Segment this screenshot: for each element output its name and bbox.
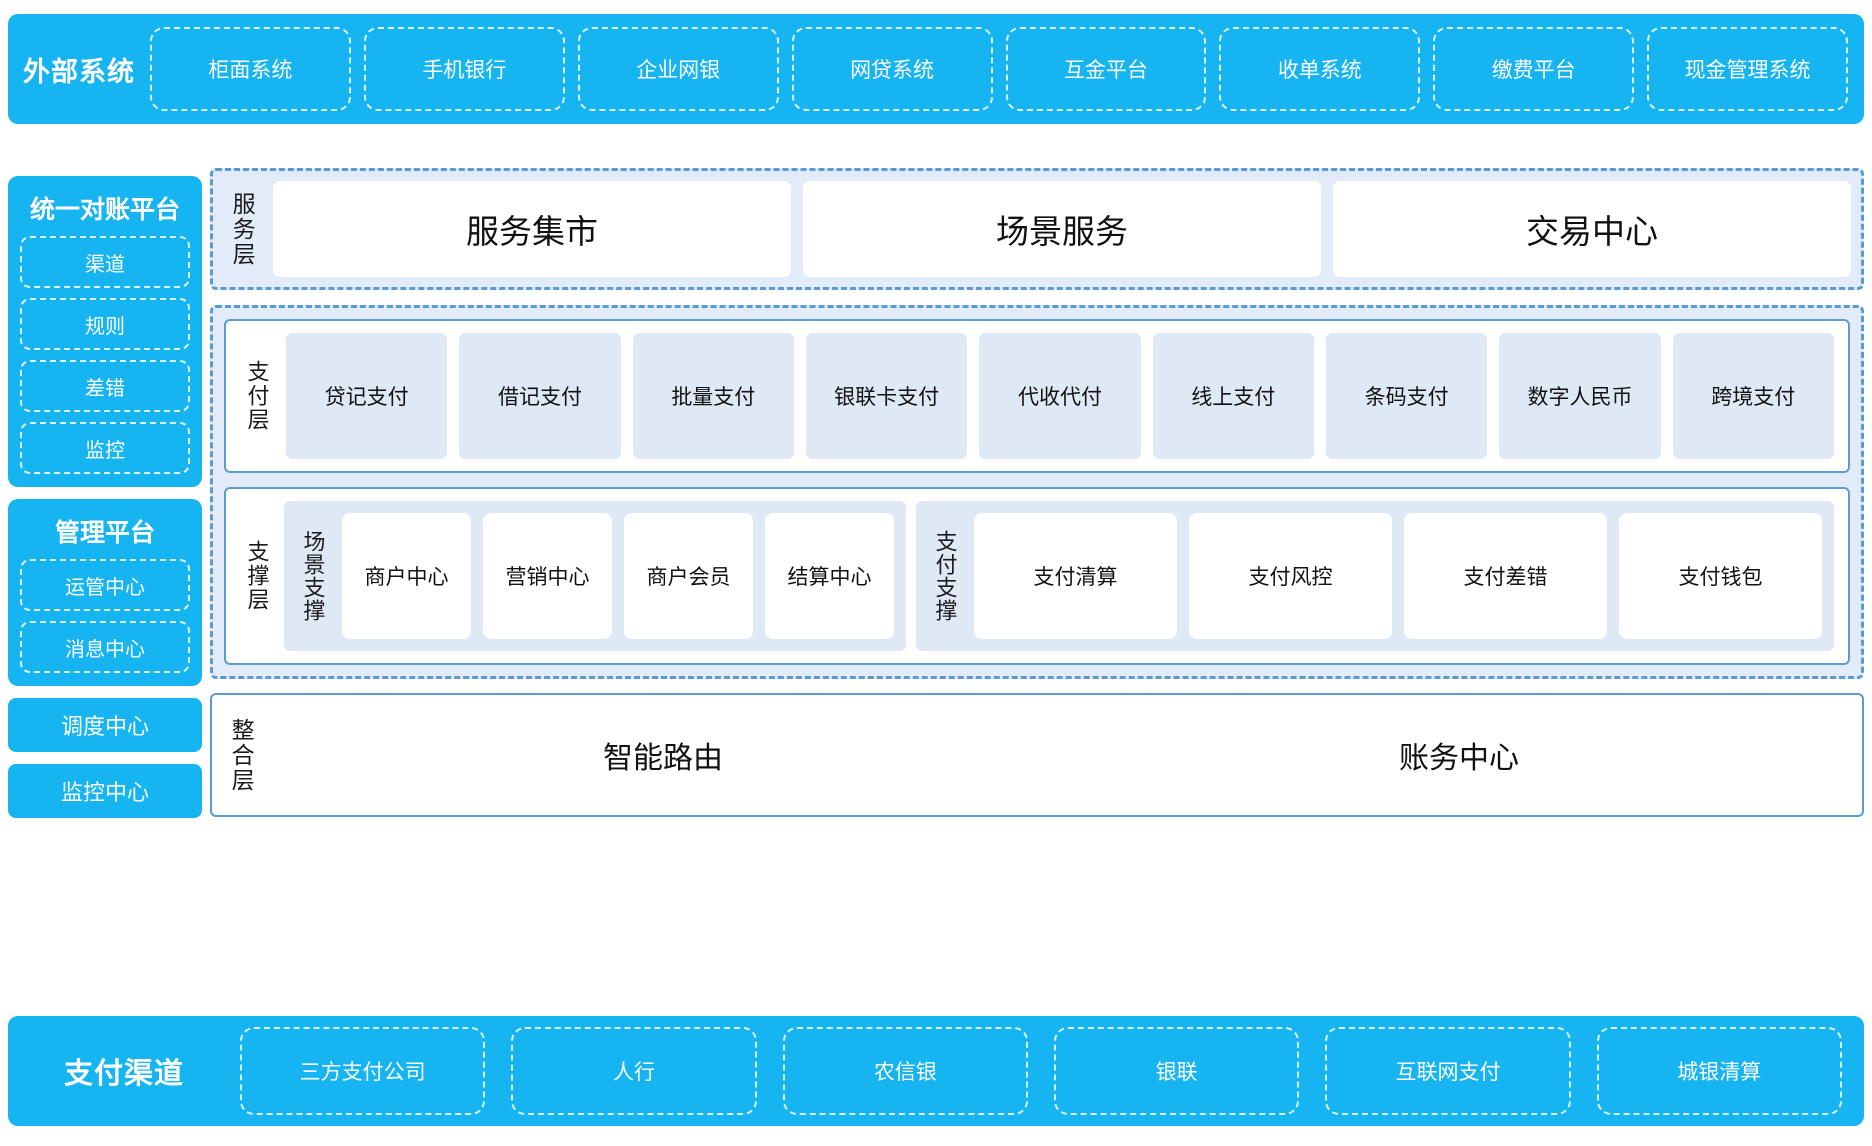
pay-support-item-error[interactable]: 支付差错	[1404, 513, 1607, 639]
management-platform-title: 管理平台	[54, 519, 155, 547]
payment-item-barcode[interactable]: 条码支付	[1325, 333, 1488, 459]
external-systems-band: 外部系统 柜面系统 手机银行 企业网银 网贷系统 互金平台 收单系统 缴费平台 …	[8, 14, 1864, 124]
integration-item-accounting-center[interactable]: 账务中心	[1068, 705, 1850, 805]
payment-channel-item[interactable]: 人行	[511, 1027, 757, 1115]
external-system-item[interactable]: 柜面系统	[150, 27, 351, 111]
payment-item-online[interactable]: 线上支付	[1152, 333, 1314, 459]
scene-item-marketing-center[interactable]: 营销中心	[483, 513, 612, 639]
payment-and-support-group: 支付层 贷记支付 借记支付 批量支付 银联卡支付 代收代付 线上支付 条码支付 …	[210, 305, 1864, 679]
pay-support-item-clearing[interactable]: 支付清算	[974, 513, 1177, 639]
payment-channels-title: 支付渠道	[63, 1058, 184, 1090]
support-layer-row: 支撑层 场景支撑 商户中心 营销中心 商户会员 结算中心 支付支撑 支付清算 支…	[240, 501, 1834, 651]
payment-channel-item[interactable]: 城银清算	[1596, 1027, 1842, 1115]
service-item-market[interactable]: 服务集市	[273, 181, 791, 277]
external-system-item[interactable]: 网贷系统	[791, 27, 993, 111]
payment-channels-list: 三方支付公司 人行 农信银 银联 互联网支付 城银清算	[240, 1027, 1842, 1115]
reconciliation-platform-panel: 统一对账平台 渠道 规则 差错 监控	[8, 176, 202, 487]
integration-layer-label: 整合层	[228, 717, 255, 793]
left-sidebar: 统一对账平台 渠道 规则 差错 监控 管理平台 运管中心 消息中心 调度中心 监…	[8, 176, 202, 830]
external-systems-list: 柜面系统 手机银行 企业网银 网贷系统 互金平台 收单系统 缴费平台 现金管理系…	[150, 27, 1848, 111]
reconciliation-item-rule[interactable]: 规则	[20, 298, 190, 350]
payment-channel-item[interactable]: 银联	[1053, 1027, 1300, 1115]
pay-support-label: 支付支撑	[932, 530, 958, 622]
pay-support-item-risk-control[interactable]: 支付风控	[1189, 513, 1392, 639]
service-layer-label: 服务层	[229, 191, 256, 267]
service-layer-row: 服务层 服务集市 场景服务 交易中心	[223, 181, 1851, 277]
scene-support-group: 场景支撑 商户中心 营销中心 商户会员 结算中心	[284, 501, 906, 651]
support-layer-box: 支撑层 场景支撑 商户中心 营销中心 商户会员 结算中心 支付支撑 支付清算 支…	[224, 487, 1850, 665]
external-system-item[interactable]: 缴费平台	[1433, 27, 1635, 111]
payment-layer-row: 支付层 贷记支付 借记支付 批量支付 银联卡支付 代收代付 线上支付 条码支付 …	[240, 333, 1834, 459]
payment-channels-band: 支付渠道 三方支付公司 人行 农信银 银联 互联网支付 城银清算	[8, 1016, 1864, 1126]
payment-item-digital-rmb[interactable]: 数字人民币	[1499, 333, 1661, 459]
scheduling-center-block[interactable]: 调度中心	[8, 698, 202, 752]
scene-item-merchant-member[interactable]: 商户会员	[624, 513, 753, 639]
payment-layer-label: 支付层	[244, 360, 270, 432]
payment-channel-item[interactable]: 三方支付公司	[240, 1027, 486, 1115]
external-system-item[interactable]: 手机银行	[363, 27, 565, 111]
external-systems-title: 外部系统	[23, 56, 135, 87]
scene-item-merchant-center[interactable]: 商户中心	[342, 513, 471, 639]
management-item-message-center[interactable]: 消息中心	[20, 621, 190, 673]
integration-item-smart-routing[interactable]: 智能路由	[272, 705, 1054, 805]
reconciliation-item-channel[interactable]: 渠道	[20, 236, 190, 288]
payment-item-credit[interactable]: 贷记支付	[286, 333, 448, 459]
reconciliation-platform-title: 统一对账平台	[29, 196, 180, 224]
management-item-operations-center[interactable]: 运管中心	[20, 559, 190, 611]
payment-item-debit[interactable]: 借记支付	[459, 333, 621, 459]
service-item-scene[interactable]: 场景服务	[803, 181, 1321, 277]
payment-channel-item[interactable]: 农信银	[782, 1027, 1028, 1115]
pay-support-item-wallet[interactable]: 支付钱包	[1619, 513, 1822, 639]
support-layer-label: 支撑层	[244, 540, 270, 612]
integration-layer-row: 整合层 智能路由 账务中心	[224, 705, 1850, 805]
payment-item-collection-payment[interactable]: 代收代付	[979, 333, 1141, 459]
service-item-transaction-center[interactable]: 交易中心	[1333, 181, 1851, 277]
center-stack: 服务层 服务集市 场景服务 交易中心 支付层 贷记支付 借记支付 批量支付 银联…	[210, 168, 1864, 817]
external-system-item[interactable]: 现金管理系统	[1647, 27, 1848, 111]
payment-item-unionpay-card[interactable]: 银联卡支付	[805, 333, 968, 459]
external-system-item[interactable]: 企业网银	[577, 27, 779, 111]
scene-support-label: 场景支撑	[300, 530, 326, 622]
reconciliation-item-error[interactable]: 差错	[20, 360, 190, 412]
pay-support-group: 支付支撑 支付清算 支付风控 支付差错 支付钱包	[916, 501, 1834, 651]
reconciliation-item-monitor[interactable]: 监控	[20, 422, 190, 474]
payment-layer-box: 支付层 贷记支付 借记支付 批量支付 银联卡支付 代收代付 线上支付 条码支付 …	[224, 319, 1850, 473]
management-platform-panel: 管理平台 运管中心 消息中心	[8, 499, 202, 686]
service-layer-group: 服务层 服务集市 场景服务 交易中心	[210, 168, 1864, 290]
payment-channel-item[interactable]: 互联网支付	[1325, 1027, 1571, 1115]
payment-item-batch[interactable]: 批量支付	[632, 333, 794, 459]
scene-item-settlement-center[interactable]: 结算中心	[765, 513, 894, 639]
external-system-item[interactable]: 收单系统	[1219, 27, 1421, 111]
payment-item-cross-border[interactable]: 跨境支付	[1672, 333, 1834, 459]
monitoring-center-block[interactable]: 监控中心	[8, 764, 202, 818]
integration-layer-box: 整合层 智能路由 账务中心	[210, 693, 1864, 817]
external-system-item[interactable]: 互金平台	[1005, 27, 1207, 111]
